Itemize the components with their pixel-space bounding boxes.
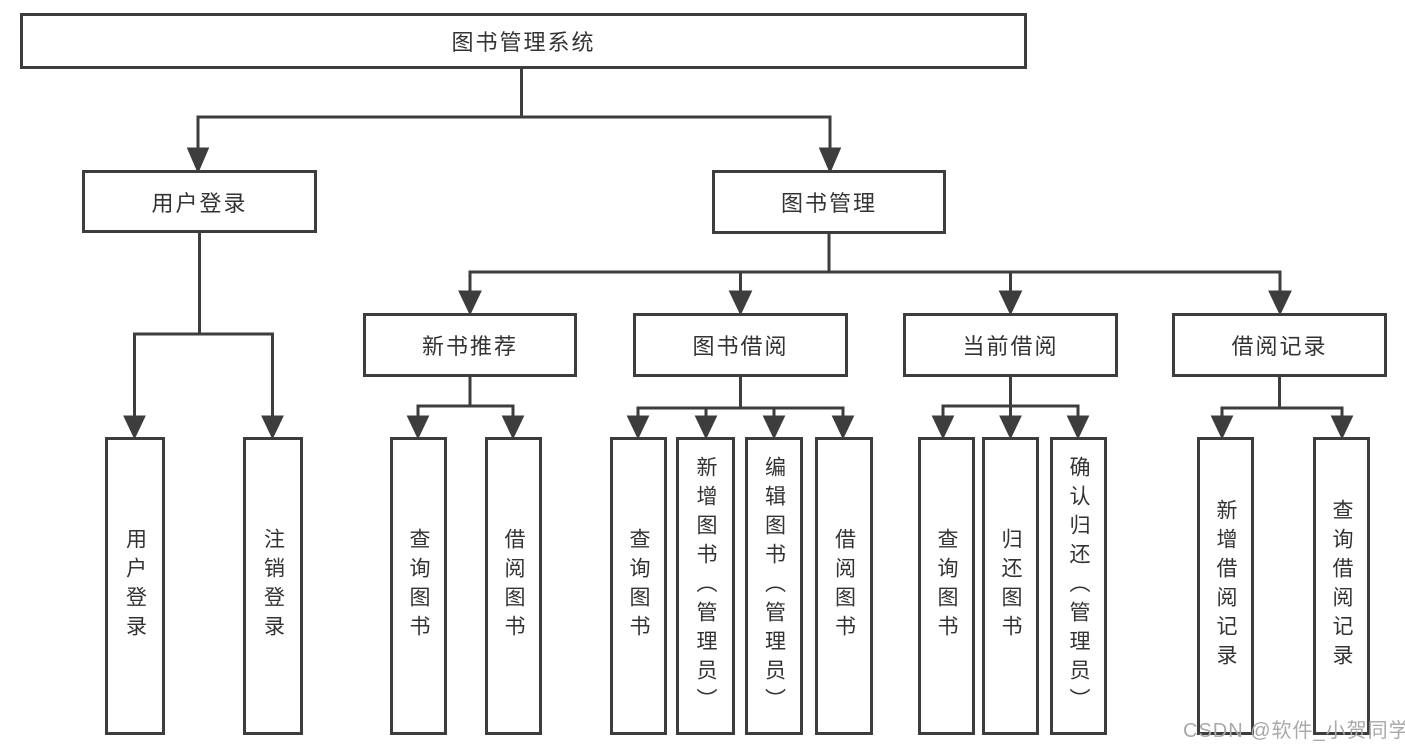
- leaf-user-login: 用户登录: [105, 437, 165, 735]
- leaf-label: 确认归还（管理员）: [1067, 455, 1090, 717]
- leaf-logout: 注销登录: [243, 437, 303, 735]
- node-label: 新书推荐: [421, 334, 518, 359]
- node-library-management-system: 图书管理系统: [20, 13, 1027, 69]
- leaf-label: 查询图书: [407, 528, 430, 644]
- leaf-query-books: 查询图书: [918, 437, 975, 735]
- leaf-label: 新增借阅记录: [1214, 499, 1237, 673]
- leaf-label: 借阅图书: [502, 528, 525, 644]
- csdn-watermark: CSDN @软件_小贺同学: [1183, 720, 1405, 742]
- node-label: 用户登录: [151, 190, 248, 216]
- leaf-label: 查询图书: [935, 528, 958, 644]
- leaf-label: 注销登录: [261, 528, 285, 644]
- leaf-label: 编辑图书（管理员）: [762, 455, 786, 717]
- leaf-return-books: 归还图书: [982, 437, 1039, 735]
- leaf-add-borrow-record: 新增借阅记录: [1197, 437, 1254, 735]
- node-label: 图书借阅: [692, 334, 789, 359]
- leaf-label: 查询借阅记录: [1330, 499, 1353, 673]
- leaf-query-books: 查询图书: [610, 437, 667, 735]
- node-current-borrow: 当前借阅: [903, 313, 1118, 377]
- leaf-label: 借阅图书: [832, 528, 856, 644]
- node-borrow-records: 借阅记录: [1172, 313, 1387, 377]
- leaf-label: 查询图书: [627, 528, 650, 644]
- connector-current-borrow-branch: [931, 377, 1090, 440]
- leaf-confirm-return-admin: 确认归还（管理员）: [1050, 437, 1107, 735]
- node-label: 图书管理: [780, 191, 877, 216]
- node-label: 借阅记录: [1231, 334, 1328, 359]
- node-new-book-recommend: 新书推荐: [363, 313, 577, 377]
- connector-book-borrow-branch: [626, 377, 855, 440]
- node-user-login: 用户登录: [82, 170, 317, 233]
- node-label: 当前借阅: [962, 334, 1059, 359]
- leaf-edit-books-admin: 编辑图书（管理员）: [745, 437, 803, 735]
- leaf-query-borrow-record: 查询借阅记录: [1313, 437, 1370, 735]
- leaf-borrow-books: 借阅图书: [815, 437, 873, 735]
- connector-new-book-branch: [406, 377, 525, 440]
- node-book-management: 图书管理: [712, 170, 946, 234]
- leaf-label: 用户登录: [123, 528, 147, 644]
- leaf-label: 归还图书: [999, 528, 1022, 644]
- leaf-label: 新增图书（管理员）: [694, 455, 717, 717]
- connector-root-to-level2: [186, 69, 842, 174]
- connector-book-management-branch: [458, 234, 1292, 316]
- node-label: 图书管理系统: [451, 30, 596, 55]
- leaf-borrow-books: 借阅图书: [485, 437, 542, 735]
- connector-user-login-branch: [123, 233, 284, 440]
- node-book-borrow: 图书借阅: [633, 313, 848, 377]
- connector-borrow-records-branch: [1210, 377, 1354, 440]
- leaf-query-books: 查询图书: [390, 437, 447, 735]
- leaf-add-books-admin: 新增图书（管理员）: [676, 437, 735, 735]
